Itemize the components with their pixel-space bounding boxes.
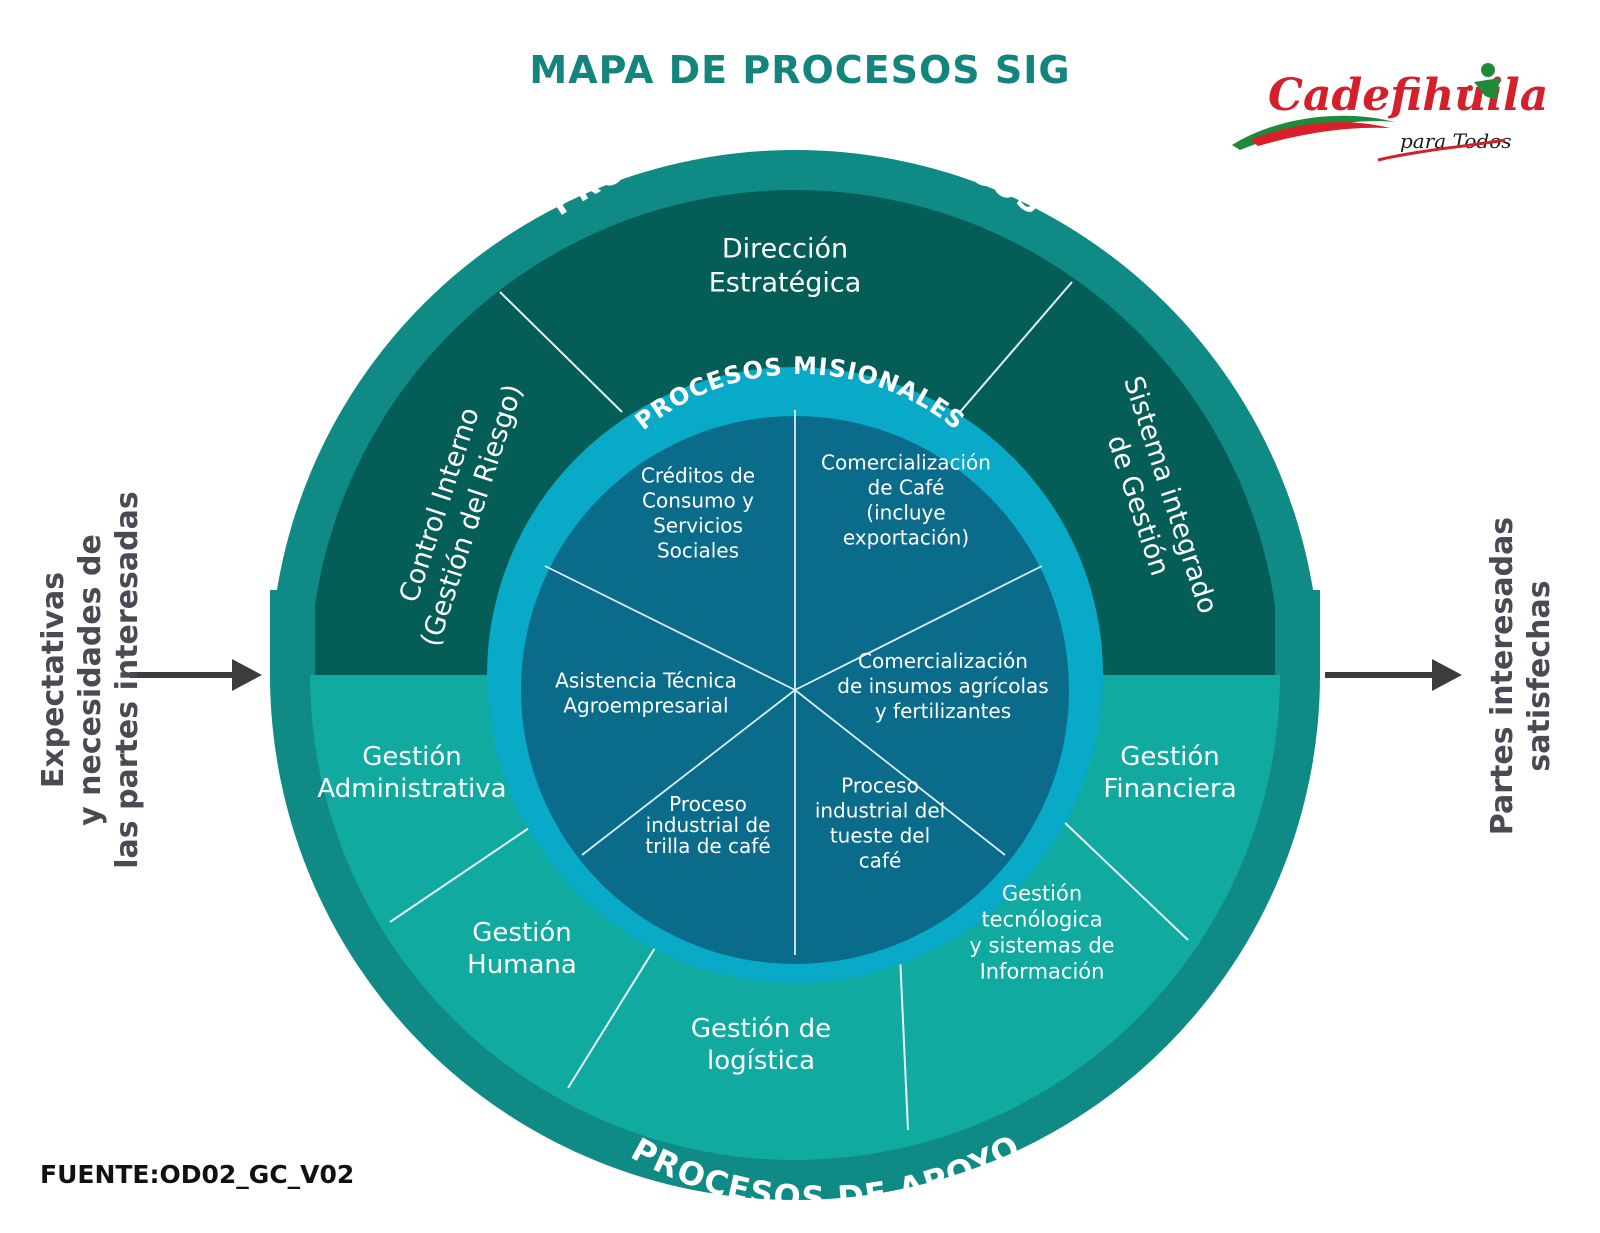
missional-process-line: café [859, 849, 902, 873]
input-label-line: y necesidades de [73, 534, 108, 826]
missional-process-line: Proceso [841, 774, 919, 798]
support-process-line: Gestión [362, 742, 462, 772]
missional-process-line: industrial del [815, 799, 945, 823]
missional-process-line: Comercialización [858, 649, 1028, 673]
missional-process-line: de Café [868, 476, 945, 500]
cadefihuila-logo: Cadefihuila para Todos [1232, 63, 1548, 162]
left-ring-gap [270, 590, 315, 675]
page-title: MAPA DE PROCESOS SIG [529, 48, 1071, 92]
missional-process-line: Consumo y [642, 489, 754, 513]
output-label-line: Partes interesadas [1485, 516, 1520, 836]
output-arrow [1325, 659, 1462, 691]
logo-wordmark: Cadefihuila [1268, 70, 1548, 121]
logo-swoosh-red [1250, 122, 1390, 146]
support-process-line: Administrativa [317, 774, 506, 804]
missional-process-line: y fertilizantes [875, 699, 1011, 723]
missional-process-line: trilla de café [645, 834, 770, 858]
missional-process-line: Créditos de [641, 464, 755, 488]
support-process-line: y sistemas de [969, 933, 1114, 957]
missional-dividers [544, 410, 1043, 955]
support-dividers [389, 819, 1189, 1131]
support-process-line: tecnólogica [981, 907, 1102, 931]
missional-process-line: Proceso [669, 792, 747, 816]
missional-process-line: Sociales [657, 539, 739, 563]
output-label: Partes interesadas satisfechas [1484, 476, 1558, 876]
logo-underline [1377, 138, 1506, 162]
missional-process-line: exportación) [843, 526, 969, 550]
support-process-line: Información [980, 959, 1105, 983]
missional-process-line: Servicios [653, 514, 743, 538]
support-process-line: Humana [467, 950, 577, 980]
logo-figure-icon [1467, 63, 1500, 100]
input-label: Expectativas y necesidades de las partes… [35, 470, 146, 890]
output-label-line: satisfechas [1522, 580, 1557, 772]
strategic-process-line: Estratégica [709, 267, 862, 298]
support-process-line: Gestión de [691, 1014, 831, 1044]
logo-swoosh-green [1232, 115, 1395, 150]
right-ring-gap [1275, 590, 1320, 675]
missional-process-line: tueste del [830, 824, 930, 848]
support-process-line: logística [707, 1046, 815, 1076]
source-footnote: FUENTE:OD02_GC_V02 [40, 1160, 355, 1189]
input-label-line: las partes interesadas [110, 491, 145, 869]
input-arrow [130, 659, 262, 691]
missional-process-line: industrial de [646, 813, 771, 837]
missional-process-line: (incluye [866, 501, 945, 525]
input-label-line: Expectativas [36, 571, 71, 789]
missional-process-line: Agroempresarial [563, 694, 728, 718]
missional-process-line: Asistencia Técnica [555, 669, 737, 693]
strategic-dividers [499, 281, 1073, 413]
strategic-process-line: Dirección [722, 233, 848, 264]
support-process-line: Gestión [472, 918, 572, 948]
support-process-line: Gestión [1002, 881, 1082, 905]
support-process-line: Gestión [1120, 742, 1220, 772]
missional-process-line: Comercialización [821, 451, 991, 475]
missional-process-line: de insumos agrícolas [837, 674, 1048, 698]
support-process-line: Financiera [1103, 774, 1236, 804]
